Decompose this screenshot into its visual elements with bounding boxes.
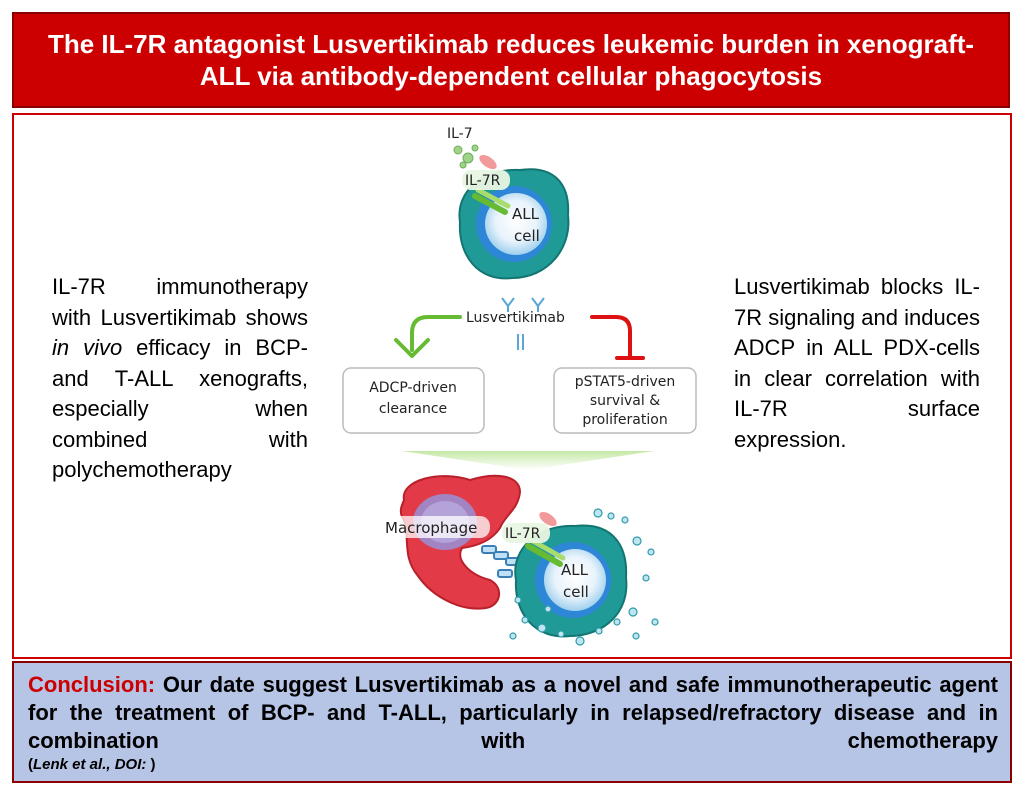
lusvertikimab-label: Lusvertikimab bbox=[466, 310, 565, 326]
result-funnel bbox=[402, 451, 654, 470]
citation-close: ) bbox=[146, 756, 156, 773]
macrophage-cell bbox=[399, 474, 522, 610]
il7r-label-top: IL-7R bbox=[465, 173, 501, 189]
left-text-italic: in vivo bbox=[52, 335, 123, 360]
left-summary-text: IL-7R immunotherapy with Lusvertikimab s… bbox=[52, 272, 308, 486]
pstat5-box bbox=[553, 367, 697, 434]
all-cell-label-line1: ALL bbox=[512, 205, 540, 223]
right-summary-text: Lusvertikimab blocks IL-7R signaling and… bbox=[734, 274, 980, 452]
conclusion-panel: Conclusion: Our date suggest Lusvertikim… bbox=[12, 661, 1012, 783]
adcp-box bbox=[342, 367, 485, 434]
macrophage-label: Macrophage bbox=[385, 519, 477, 537]
pstat5-box-line3: proliferation bbox=[582, 412, 667, 428]
conclusion-body: Our date suggest Lusvertikimab as a nove… bbox=[28, 672, 998, 753]
title-text: The IL-7R antagonist Lusvertikimab reduc… bbox=[47, 29, 975, 91]
lusvertikimab-antibody-icon bbox=[501, 297, 545, 350]
il7r-label-bottom: IL-7R bbox=[505, 526, 541, 542]
apoptotic-particles bbox=[509, 508, 659, 646]
left-text-part2: efficacy in BCP- and T-ALL xenografts, e… bbox=[52, 335, 308, 482]
all-cell-bottom-label-line1: ALL bbox=[561, 561, 589, 579]
conclusion-text: Conclusion: Our date suggest Lusvertikim… bbox=[28, 671, 998, 755]
activation-arrow bbox=[394, 315, 462, 358]
left-text-part1: IL-7R immunotherapy with Lusvertikimab s… bbox=[52, 274, 308, 330]
adcp-box-line1: ADCP-driven bbox=[369, 380, 457, 396]
poster-title: The IL-7R antagonist Lusvertikimab reduc… bbox=[12, 12, 1010, 108]
adcp-box-line2: clearance bbox=[379, 401, 447, 417]
il7-cytokine-dots bbox=[453, 144, 479, 169]
conclusion-label: Conclusion: bbox=[28, 672, 156, 697]
pstat5-box-line1: pSTAT5-driven bbox=[575, 374, 676, 390]
il7-label: IL-7 bbox=[447, 126, 473, 142]
all-cell-label-line2: cell bbox=[514, 227, 540, 245]
citation-reference: Lenk et al., DOI: bbox=[33, 756, 147, 773]
all-cell-bottom-label-line2: cell bbox=[563, 583, 589, 601]
citation-open: ( bbox=[28, 756, 33, 773]
il7r-receptor-top bbox=[472, 154, 511, 215]
citation: (Lenk et al., DOI: ) bbox=[28, 755, 998, 775]
pstat5-box-line2: survival & bbox=[590, 393, 660, 409]
inhibition-arrow bbox=[590, 315, 645, 360]
